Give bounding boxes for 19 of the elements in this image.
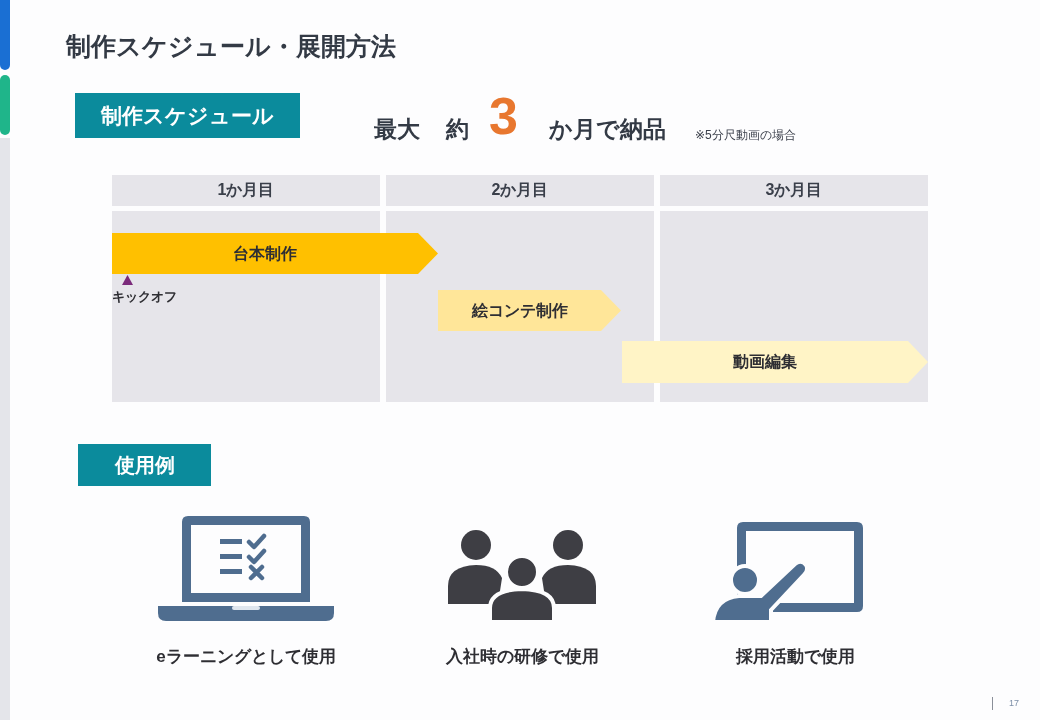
column-header: 3か月目 bbox=[660, 175, 928, 206]
footnote: ※5分尺動画の場合 bbox=[695, 129, 796, 141]
usage-caption: eラーニングとして使用 bbox=[156, 646, 336, 668]
highlight-number: 3 bbox=[489, 90, 518, 142]
headline-text: か月で納品 bbox=[549, 118, 666, 141]
usage-caption: 入社時の研修で使用 bbox=[445, 646, 599, 668]
headline-text: 約 bbox=[446, 118, 469, 141]
task-label: 動画編集 bbox=[733, 351, 797, 372]
section-heading: 使用例 bbox=[78, 444, 211, 486]
slide-title: 制作スケジュール・展開方法 bbox=[66, 31, 396, 62]
column-header: 1か月目 bbox=[112, 175, 380, 206]
milestone-label: キックオフ bbox=[112, 290, 177, 303]
section-heading: 制作スケジュール bbox=[75, 93, 300, 138]
column-header: 2か月目 bbox=[386, 175, 654, 206]
usage-caption: 採用活動で使用 bbox=[735, 646, 855, 668]
task-label: 絵コンテ制作 bbox=[471, 300, 568, 321]
page-number: 17 bbox=[1009, 699, 1019, 708]
headline-text: 最大 bbox=[374, 118, 420, 141]
task-label: 台本制作 bbox=[233, 243, 297, 264]
